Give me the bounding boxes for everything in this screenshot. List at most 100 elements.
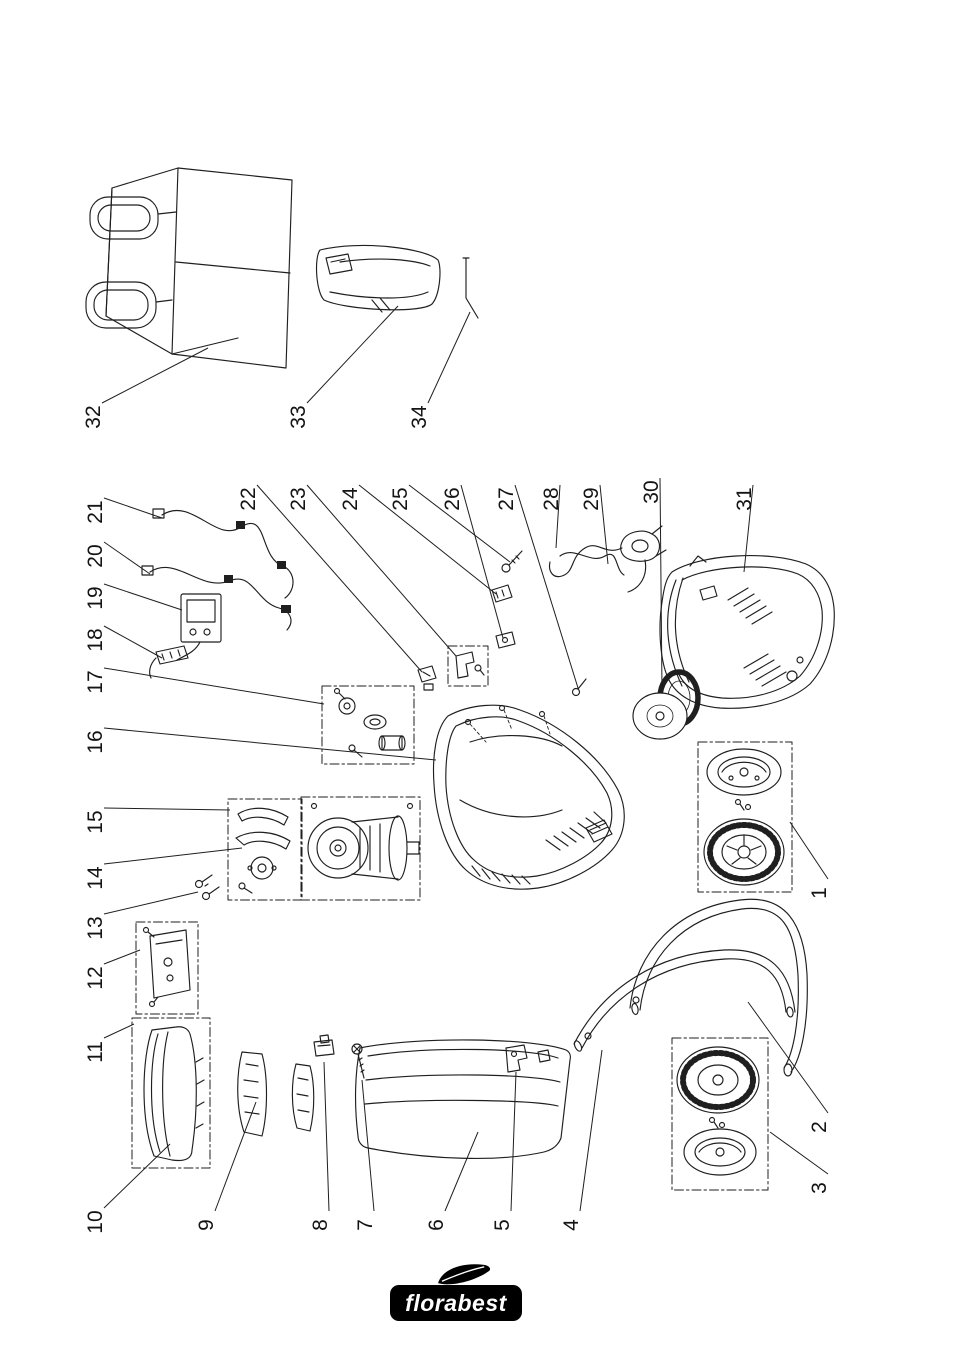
part-12-drawing <box>135 921 199 1015</box>
part-9-drawing <box>237 1051 315 1137</box>
callout-label-17: 17 <box>84 670 107 693</box>
callout-leader-25 <box>408 484 511 563</box>
callout-label-24: 24 <box>339 487 362 511</box>
part-13-drawing <box>194 874 220 901</box>
part-15-drawing <box>227 798 303 901</box>
callout-leader-4 <box>579 1049 603 1212</box>
callout-label-10: 10 <box>84 1210 107 1233</box>
part-5-drawing <box>505 1044 528 1073</box>
callout-leader-19 <box>103 583 183 611</box>
callout-label-22: 22 <box>237 487 260 510</box>
callout-label-20: 20 <box>84 544 107 567</box>
part-8-drawing <box>313 1034 335 1057</box>
callout-leader-8 <box>323 1061 330 1212</box>
callout-leader-9 <box>214 1101 257 1212</box>
part-3-drawing <box>671 1037 769 1191</box>
callout-leader-32 <box>101 347 209 404</box>
part-10-11-drawing <box>131 1017 211 1169</box>
part-25-drawing <box>501 550 523 573</box>
callout-label-32: 32 <box>82 405 105 428</box>
part-30-drawing <box>632 669 701 740</box>
callout-label-7: 7 <box>354 1219 377 1231</box>
callout-leader-1 <box>789 821 829 880</box>
part-24-drawing <box>491 584 513 603</box>
part-34-drawing <box>462 257 479 319</box>
callout-label-23: 23 <box>287 487 310 510</box>
part-21-20-drawing <box>141 508 294 631</box>
callout-label-26: 26 <box>441 487 464 510</box>
callout-label-4: 4 <box>560 1219 583 1231</box>
part-18-drawing <box>149 645 189 679</box>
callout-label-5: 5 <box>491 1219 514 1231</box>
callout-leader-29 <box>599 484 609 565</box>
callout-leader-3 <box>769 1131 829 1175</box>
callout-leader-14 <box>103 847 243 865</box>
part-31-drawing <box>659 555 835 709</box>
callout-leader-12 <box>103 949 141 965</box>
callout-label-18: 18 <box>84 628 107 651</box>
callout-leader-34 <box>427 311 471 404</box>
brand-wordmark: florabest <box>405 1289 507 1316</box>
callout-label-6: 6 <box>425 1219 448 1231</box>
part-7-drawing <box>351 1043 365 1079</box>
part-1-drawing <box>697 741 793 893</box>
callout-label-16: 16 <box>84 730 107 753</box>
callout-label-11: 11 <box>84 1041 107 1063</box>
part-22-drawing <box>417 665 437 691</box>
callout-leader-21 <box>103 497 163 519</box>
part-26-drawing <box>495 631 516 649</box>
callout-label-21: 21 <box>84 500 107 523</box>
callout-leader-10 <box>103 1143 171 1209</box>
callout-label-3: 3 <box>808 1182 831 1194</box>
callout-leader-23 <box>306 484 457 657</box>
callout-leader-5 <box>510 1071 517 1212</box>
callout-leader-15 <box>103 807 231 811</box>
part-6-drawing <box>354 1039 571 1159</box>
callout-label-12: 12 <box>84 966 107 989</box>
callout-leader-11 <box>103 1023 135 1039</box>
callout-leader-16 <box>103 727 437 761</box>
callout-label-9: 9 <box>195 1219 218 1231</box>
part-23-drawing <box>447 645 489 687</box>
callout-leader-13 <box>103 891 199 915</box>
callout-leader-17 <box>103 667 325 705</box>
callout-label-27: 27 <box>495 487 518 510</box>
callout-label-15: 15 <box>84 810 107 833</box>
callout-label-28: 28 <box>540 487 563 510</box>
callout-leader-30 <box>659 477 663 691</box>
callout-label-8: 8 <box>309 1219 332 1231</box>
callout-label-2: 2 <box>808 1121 831 1133</box>
florabest-logo: florabest <box>390 1264 522 1321</box>
part-14-drawing <box>300 796 421 901</box>
callout-label-14: 14 <box>84 866 107 890</box>
part-16-drawing <box>432 704 625 890</box>
part-32-drawing <box>85 167 293 369</box>
callout-leader-22 <box>256 484 423 673</box>
callout-leader-26 <box>460 484 504 639</box>
callout-leader-18 <box>103 625 163 659</box>
callout-leader-28 <box>555 484 561 549</box>
callout-label-29: 29 <box>580 487 603 510</box>
leaf-icon <box>438 1264 491 1285</box>
callout-leader-27 <box>514 484 579 689</box>
callout-label-25: 25 <box>389 487 412 510</box>
callout-leader-31 <box>743 484 754 573</box>
part-19-drawing <box>176 593 222 661</box>
callout-label-34: 34 <box>408 405 431 429</box>
callout-leader-6 <box>444 1131 479 1212</box>
callout-leader-20 <box>103 541 151 575</box>
callout-leader-2 <box>747 1001 829 1114</box>
callout-label-33: 33 <box>287 405 310 428</box>
part-17-drawing <box>321 685 415 765</box>
callout-label-19: 19 <box>84 586 107 609</box>
callout-leader-7 <box>361 1079 375 1212</box>
callout-label-31: 31 <box>733 487 756 510</box>
callout-leader-24 <box>358 484 497 595</box>
part-2-4-drawing <box>573 898 808 1077</box>
callout-label-1: 1 <box>808 887 831 899</box>
part-27-drawing <box>571 678 587 697</box>
callout-leader-33 <box>306 305 399 404</box>
